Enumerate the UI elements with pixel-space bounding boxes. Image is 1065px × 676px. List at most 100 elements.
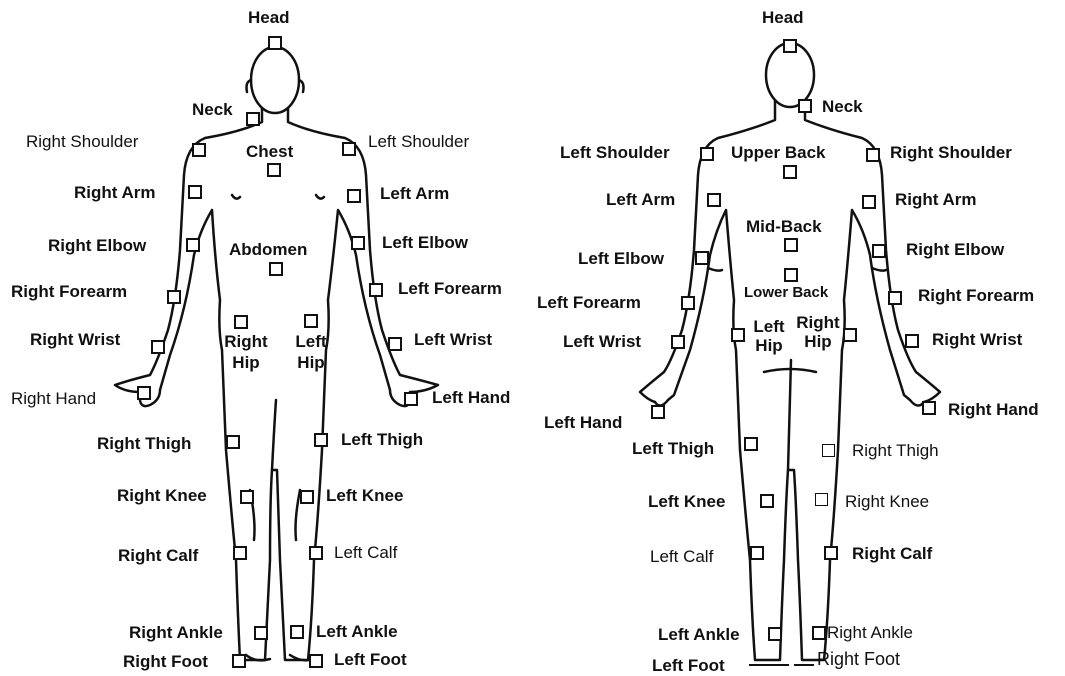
back-right-elbow-checkbox[interactable] [872,244,886,258]
front-left-elbow-label: Left Elbow [382,233,468,253]
back-left-wrist-label: Left Wrist [563,332,641,352]
back-left-shoulder-label: Left Shoulder [560,143,670,163]
front-left-hip-label: Left Hip [290,331,332,373]
back-left-arm-checkbox[interactable] [707,193,721,207]
back-left-shoulder-checkbox[interactable] [700,147,714,161]
front-left-shoulder-checkbox[interactable] [342,142,356,156]
front-right-foot-checkbox[interactable] [232,654,246,668]
back-right-shoulder-label: Right Shoulder [890,143,1012,163]
back-lower-back-label: Lower Back [744,283,828,303]
back-mid-back-label: Mid-Back [746,217,822,237]
front-neck-checkbox[interactable] [246,112,260,126]
front-right-knee-checkbox[interactable] [240,490,254,504]
back-right-arm-label: Right Arm [895,190,977,210]
back-lower-back-checkbox[interactable] [784,268,798,282]
front-right-foot-label: Right Foot [123,652,208,672]
back-right-hip-checkbox[interactable] [843,328,857,342]
front-right-arm-label: Right Arm [74,183,156,203]
front-right-wrist-checkbox[interactable] [151,340,165,354]
front-right-hand-label: Right Hand [11,389,96,409]
front-right-hand-checkbox[interactable] [137,386,151,400]
back-right-calf-label: Right Calf [852,544,932,564]
back-mid-back-checkbox[interactable] [784,238,798,252]
back-left-thigh-label: Left Thigh [632,439,714,459]
back-right-hip-label: Right Hip [795,313,841,351]
front-right-thigh-checkbox[interactable] [226,435,240,449]
front-left-arm-checkbox[interactable] [347,189,361,203]
front-right-hip-checkbox[interactable] [234,315,248,329]
front-left-wrist-checkbox[interactable] [388,337,402,351]
front-left-thigh-label: Left Thigh [341,430,423,450]
front-left-knee-label: Left Knee [326,486,403,506]
front-right-thigh-label: Right Thigh [97,434,191,454]
back-right-wrist-checkbox[interactable] [905,334,919,348]
back-left-elbow-checkbox[interactable] [695,251,709,265]
front-left-elbow-checkbox[interactable] [351,236,365,250]
front-left-ankle-checkbox[interactable] [290,625,304,639]
front-left-hand-checkbox[interactable] [404,392,418,406]
front-right-hip-label: Right Hip [221,331,271,373]
back-body-outline [640,43,940,660]
back-neck-checkbox[interactable] [798,99,812,113]
front-left-forearm-label: Left Forearm [398,279,502,299]
back-left-hip-checkbox[interactable] [731,328,745,342]
back-right-foot-line [794,664,814,666]
back-left-ankle-label: Left Ankle [658,625,740,645]
back-right-arm-checkbox[interactable] [862,195,876,209]
back-left-ankle-checkbox[interactable] [768,627,782,641]
front-right-elbow-checkbox[interactable] [186,238,200,252]
front-left-hip-checkbox[interactable] [304,314,318,328]
back-right-forearm-checkbox[interactable] [888,291,902,305]
back-left-forearm-checkbox[interactable] [681,296,695,310]
front-right-shoulder-checkbox[interactable] [192,143,206,157]
front-right-ankle-label: Right Ankle [129,623,223,643]
front-left-forearm-checkbox[interactable] [369,283,383,297]
front-chest-label: Chest [246,142,293,162]
back-left-hip-label: Left Hip [748,317,790,355]
back-head-label: Head [762,8,804,28]
front-left-knee-checkbox[interactable] [300,490,314,504]
back-right-ankle-checkbox[interactable] [812,626,826,640]
back-right-shoulder-checkbox[interactable] [866,148,880,162]
back-left-foot-line [749,664,789,666]
front-right-wrist-label: Right Wrist [30,330,120,350]
front-head-checkbox[interactable] [268,36,282,50]
front-right-forearm-checkbox[interactable] [167,290,181,304]
back-left-calf-checkbox[interactable] [750,546,764,560]
front-right-calf-checkbox[interactable] [233,546,247,560]
back-left-wrist-checkbox[interactable] [671,335,685,349]
front-left-thigh-checkbox[interactable] [314,433,328,447]
back-upper-back-checkbox[interactable] [783,165,797,179]
front-right-shoulder-label: Right Shoulder [26,132,138,152]
back-right-calf-checkbox[interactable] [824,546,838,560]
back-left-arm-label: Left Arm [606,190,675,210]
back-right-forearm-label: Right Forearm [918,286,1034,306]
front-abdomen-checkbox[interactable] [269,262,283,276]
front-right-calf-label: Right Calf [118,546,198,566]
front-right-forearm-label: Right Forearm [11,282,127,302]
front-right-arm-checkbox[interactable] [188,185,202,199]
back-right-foot-label: Right Foot [817,649,900,669]
front-left-foot-checkbox[interactable] [309,654,323,668]
front-chest-checkbox[interactable] [267,163,281,177]
front-left-hand-label: Left Hand [432,388,510,408]
back-left-elbow-label: Left Elbow [578,249,664,269]
front-left-calf-label: Left Calf [334,543,397,563]
back-left-foot-label: Left Foot [652,656,725,676]
back-head-checkbox[interactable] [783,39,797,53]
front-right-ankle-checkbox[interactable] [254,626,268,640]
back-right-hand-checkbox[interactable] [922,401,936,415]
front-left-shoulder-label: Left Shoulder [368,132,469,152]
back-right-thigh-checkbox[interactable] [822,444,835,457]
front-left-arm-label: Left Arm [380,184,449,204]
front-left-calf-checkbox[interactable] [309,546,323,560]
back-right-knee-checkbox[interactable] [815,493,828,506]
back-left-thigh-checkbox[interactable] [744,437,758,451]
front-left-wrist-label: Left Wrist [414,330,492,350]
back-upper-back-label: Upper Back [731,143,825,163]
back-right-elbow-label: Right Elbow [906,240,1004,260]
back-left-hand-checkbox[interactable] [651,405,665,419]
back-left-knee-checkbox[interactable] [760,494,774,508]
back-right-knee-label: Right Knee [845,492,929,512]
front-head-label: Head [248,8,290,28]
